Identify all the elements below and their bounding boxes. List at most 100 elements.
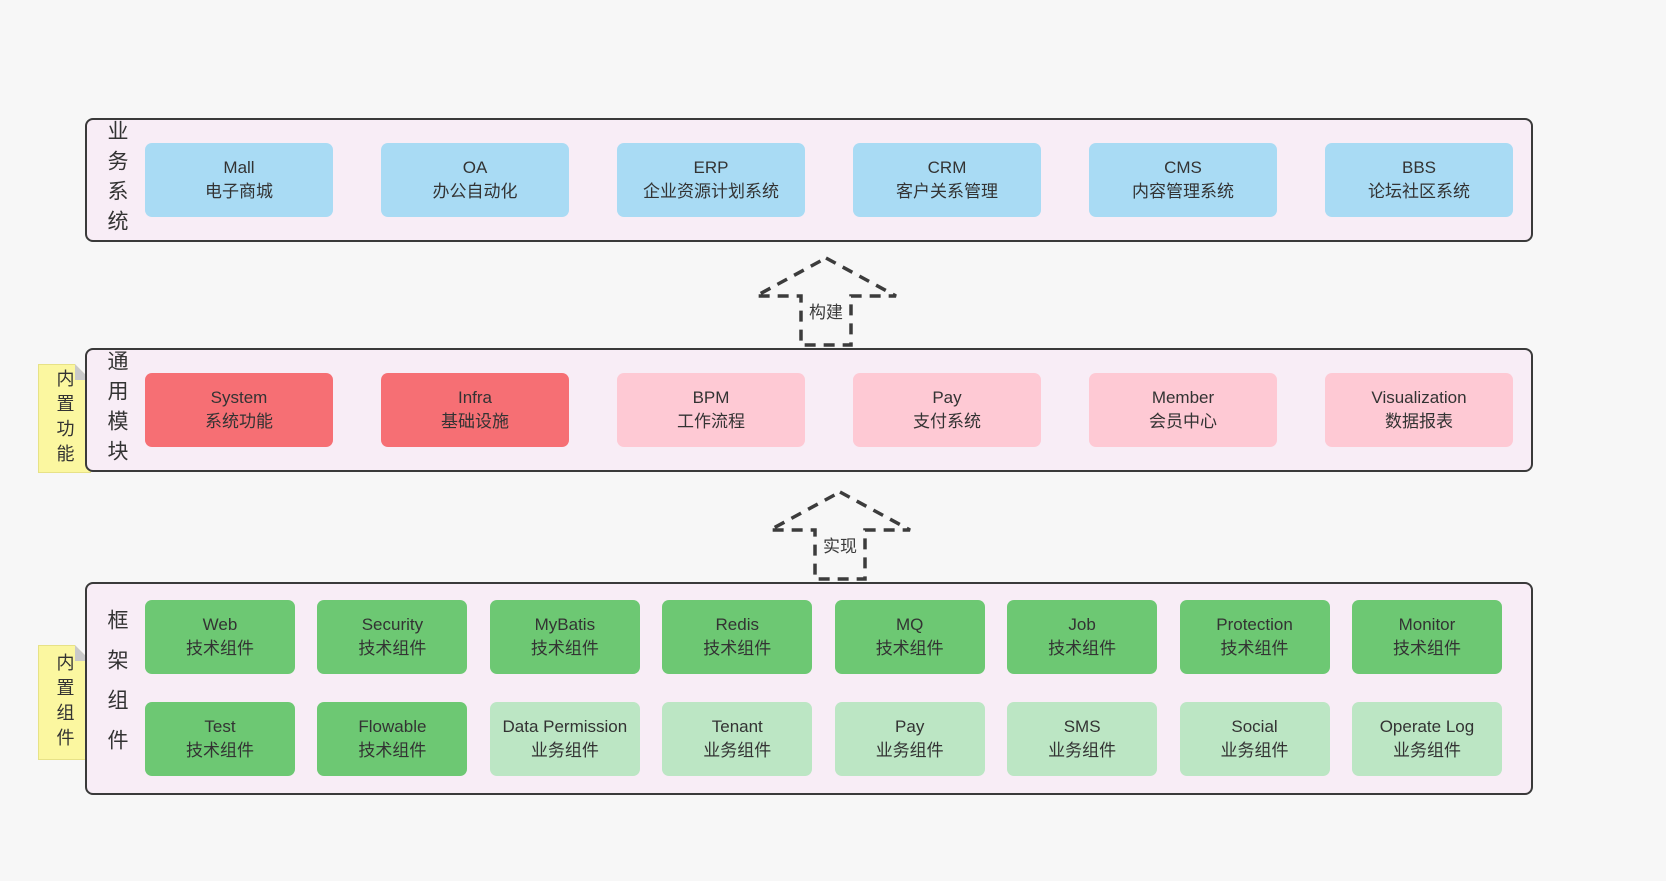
common-modules-boxes: System 系统功能 Infra 基础设施 BPM 工作流程 Pay 支付系统…: [145, 373, 1513, 447]
box-title: Social: [1231, 716, 1278, 736]
box-title: Job: [1068, 614, 1096, 634]
box-title: System: [210, 387, 268, 407]
box-title: Monitor: [1398, 614, 1456, 634]
box-security: Security 技术组件: [317, 600, 468, 674]
box-subtitle: 业务组件: [1220, 741, 1289, 760]
box-title: Member: [1151, 387, 1215, 407]
box-web: Web 技术组件: [145, 600, 295, 674]
box-title: Protection: [1216, 614, 1293, 634]
box-title: CMS: [1164, 157, 1202, 177]
box-redis: Redis 技术组件: [662, 600, 813, 674]
box-mybatis: MyBatis 技术组件: [489, 600, 640, 674]
box-title: ERP: [693, 157, 729, 177]
box-flowable: Flowable 技术组件: [317, 702, 468, 776]
box-subtitle: 技术组件: [703, 639, 772, 658]
box-subtitle: 技术组件: [1220, 639, 1289, 658]
band-label-common-modules: 通用模块: [105, 350, 128, 470]
box-title: Tenant: [711, 716, 763, 736]
band-label-business-systems: 业务系统: [105, 120, 128, 240]
dashed-up-arrow-build: 构建: [751, 253, 901, 348]
box-subtitle: 工作流程: [677, 412, 745, 431]
box-title: Web: [202, 614, 238, 634]
arrow-label-build: 构建: [806, 297, 846, 324]
box-title: Data Permission: [502, 716, 628, 736]
box-oa: OA 办公自动化: [381, 143, 569, 217]
box-monitor: Monitor 技术组件: [1351, 600, 1502, 674]
framework-row-1: Web 技术组件 Security 技术组件 MyBatis 技术组件 Redi…: [145, 600, 1502, 674]
box-subtitle: 支付系统: [913, 412, 981, 431]
box-title: MyBatis: [534, 614, 596, 634]
box-protection: Protection 技术组件: [1179, 600, 1330, 674]
box-subtitle: 技术组件: [358, 639, 427, 658]
box-title: Pay: [932, 387, 962, 407]
arrow-label-implement: 实现: [820, 531, 860, 558]
box-subtitle: 基础设施: [441, 412, 509, 431]
box-title: Flowable: [358, 716, 427, 736]
box-subtitle: 企业资源计划系统: [643, 182, 779, 201]
box-subtitle: 业务组件: [875, 741, 944, 760]
box-job: Job 技术组件: [1007, 600, 1158, 674]
box-subtitle: 数据报表: [1385, 412, 1453, 431]
box-subtitle: 系统功能: [205, 412, 273, 431]
sticky-note-label: 内置组件: [54, 652, 75, 753]
band-framework-components: 框架组件 Web 技术组件 Security 技术组件 MyBatis 技术组件…: [85, 582, 1533, 795]
box-subtitle: 内容管理系统: [1132, 182, 1234, 201]
box-subtitle: 业务组件: [703, 741, 772, 760]
framework-components-rows: Web 技术组件 Security 技术组件 MyBatis 技术组件 Redi…: [145, 600, 1502, 776]
dashed-up-arrow-implement: 实现: [765, 487, 915, 582]
box-subtitle: 技术组件: [1392, 639, 1461, 658]
band-label-framework-components: 框架组件: [105, 608, 128, 769]
box-title: Mall: [223, 157, 255, 177]
box-mall: Mall 电子商城: [145, 143, 333, 217]
sticky-note-label: 内置功能: [54, 368, 75, 469]
box-test: Test 技术组件: [145, 702, 295, 776]
box-member: Member 会员中心: [1089, 373, 1277, 447]
box-cms: CMS 内容管理系统: [1089, 143, 1277, 217]
band-business-systems: 业务系统 Mall 电子商城 OA 办公自动化 ERP 企业资源计划系统 CRM…: [85, 118, 1533, 242]
box-infra: Infra 基础设施: [381, 373, 569, 447]
box-title: Visualization: [1371, 387, 1467, 407]
box-social: Social 业务组件: [1179, 702, 1330, 776]
box-subtitle: 技术组件: [186, 741, 254, 760]
box-title: Redis: [715, 614, 759, 634]
box-title: Security: [361, 614, 424, 634]
box-subtitle: 技术组件: [875, 639, 944, 658]
box-title: BPM: [692, 387, 730, 407]
box-title: CRM: [927, 157, 967, 177]
box-data-permission: Data Permission 业务组件: [489, 702, 640, 776]
box-subtitle: 技术组件: [358, 741, 427, 760]
box-subtitle: 业务组件: [530, 741, 599, 760]
box-tenant: Tenant 业务组件: [662, 702, 813, 776]
box-subtitle: 会员中心: [1149, 412, 1217, 431]
box-title: MQ: [895, 614, 924, 634]
business-systems-boxes: Mall 电子商城 OA 办公自动化 ERP 企业资源计划系统 CRM 客户关系…: [145, 143, 1513, 217]
box-pay-component: Pay 业务组件: [834, 702, 985, 776]
box-sms: SMS 业务组件: [1007, 702, 1158, 776]
box-bbs: BBS 论坛社区系统: [1325, 143, 1513, 217]
box-subtitle: 技术组件: [1048, 639, 1117, 658]
box-title: Operate Log: [1379, 716, 1475, 736]
box-subtitle: 客户关系管理: [896, 182, 998, 201]
box-title: Infra: [457, 387, 493, 407]
box-title: SMS: [1063, 716, 1101, 736]
box-operate-log: Operate Log 业务组件: [1351, 702, 1502, 776]
box-visualization: Visualization 数据报表: [1325, 373, 1513, 447]
box-subtitle: 业务组件: [1392, 741, 1461, 760]
box-bpm: BPM 工作流程: [617, 373, 805, 447]
box-erp: ERP 企业资源计划系统: [617, 143, 805, 217]
box-subtitle: 论坛社区系统: [1368, 182, 1470, 201]
band-common-modules: 通用模块 System 系统功能 Infra 基础设施 BPM 工作流程 Pay…: [85, 348, 1533, 472]
box-subtitle: 业务组件: [1048, 741, 1117, 760]
box-subtitle: 电子商城: [205, 182, 273, 201]
box-crm: CRM 客户关系管理: [853, 143, 1041, 217]
box-title: Pay: [895, 716, 925, 736]
box-subtitle: 技术组件: [530, 639, 599, 658]
framework-row-2: Test 技术组件 Flowable 技术组件 Data Permission …: [145, 702, 1502, 776]
box-title: Test: [204, 716, 236, 736]
sticky-note-built-in-components: 内置组件: [38, 645, 91, 760]
box-title: OA: [462, 157, 488, 177]
box-system: System 系统功能: [145, 373, 333, 447]
sticky-note-built-in-features: 内置功能: [38, 364, 91, 473]
box-subtitle: 技术组件: [186, 639, 254, 658]
